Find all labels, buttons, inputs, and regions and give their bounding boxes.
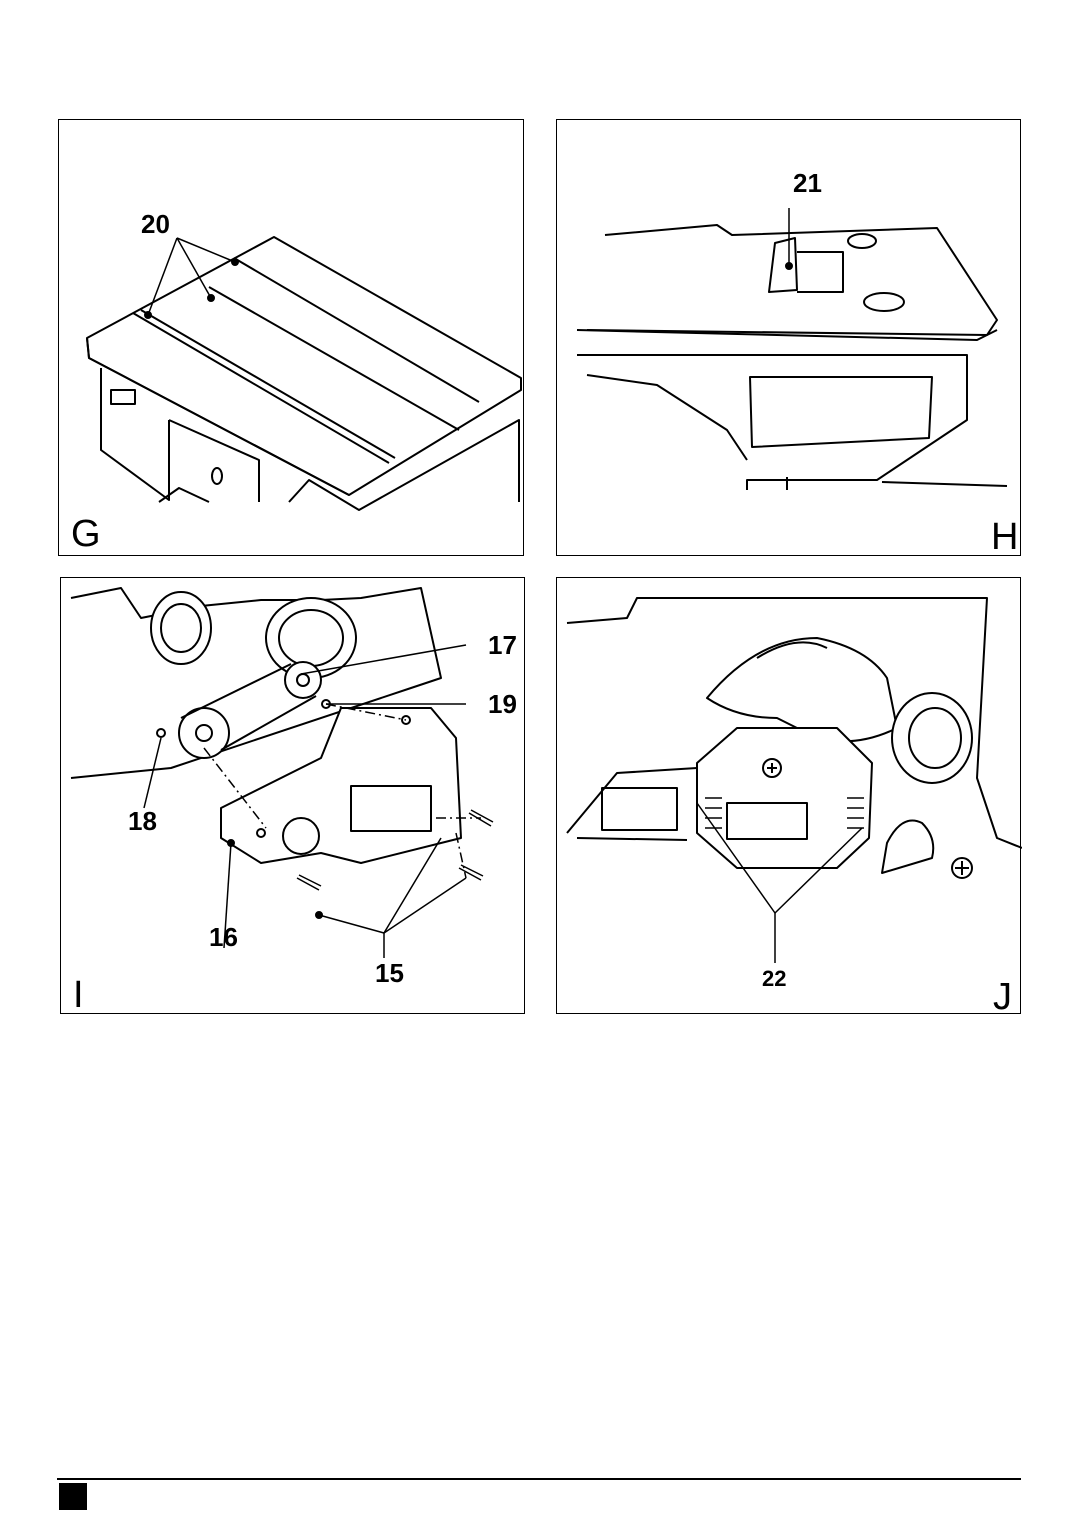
callout-18: 18 xyxy=(128,806,157,836)
callout-16: 16 xyxy=(209,922,238,952)
figure-h-panel: 21 H xyxy=(556,119,1021,556)
figure-i-panel: 17 19 18 16 15 I xyxy=(60,577,525,1014)
callout-20: 20 xyxy=(141,209,170,239)
footer-rule xyxy=(57,1478,1021,1480)
figure-g-panel: 20 G xyxy=(58,119,524,556)
figure-h-drawing xyxy=(576,208,1008,490)
figure-i-drawing xyxy=(70,587,494,958)
callout-17: 17 xyxy=(488,630,517,660)
figure-j-panel: 22 J xyxy=(556,577,1022,1018)
callout-15: 15 xyxy=(375,958,404,988)
callout-21: 21 xyxy=(793,168,822,198)
footer-page-marker xyxy=(59,1483,87,1510)
figure-g-letter: G xyxy=(71,513,101,555)
figure-i-letter: I xyxy=(73,974,84,1016)
callout-22: 22 xyxy=(762,966,787,991)
figure-h-letter: H xyxy=(991,516,1019,558)
figure-j-letter: J xyxy=(993,976,1012,1018)
callout-19: 19 xyxy=(488,689,517,719)
figure-j-drawing xyxy=(566,597,1022,963)
figure-g-drawing xyxy=(86,236,522,511)
